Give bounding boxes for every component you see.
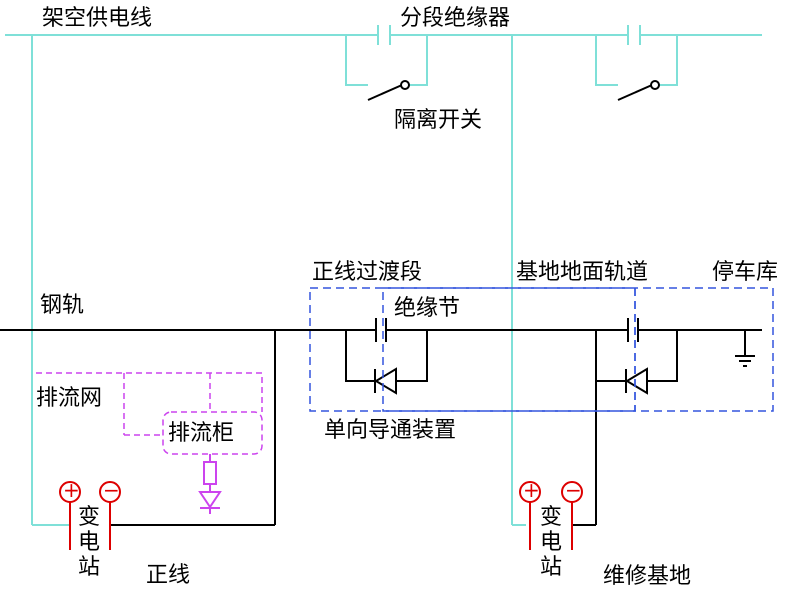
- rail-label: 钢轨: [40, 293, 85, 318]
- overhead-line-label: 架空供电线: [42, 6, 153, 31]
- drainage-network: [36, 372, 263, 455]
- isolating-switch-label: 隔离开关: [394, 108, 483, 133]
- switch-icon: [617, 80, 660, 101]
- substation-left-label: 变电站: [77, 505, 100, 580]
- maintenance-base-label: 维修基地: [603, 564, 692, 589]
- substation-right-label: 变电站: [539, 505, 562, 580]
- unidirectional-device-label: 单向导通装置: [324, 418, 457, 443]
- depot-ground-track-label: 基地地面轨道: [516, 260, 649, 285]
- section-insulator-2: [595, 25, 678, 86]
- drainage-resistor: [198, 454, 222, 514]
- switch-icon: [367, 80, 410, 101]
- insulating-joint-label: 绝缘节: [394, 296, 461, 321]
- plus-sign: +: [523, 478, 540, 502]
- drainage-cabinet-label: 排流柜: [168, 421, 235, 446]
- overhead-line: [5, 34, 762, 526]
- mainline-label: 正线: [146, 563, 191, 588]
- drainage-network-label: 排流网: [36, 386, 103, 411]
- plus-sign: +: [63, 478, 80, 502]
- section-insulator-label: 分段绝缘器: [400, 6, 511, 31]
- diode-icon: [345, 330, 428, 395]
- substation-left-terminals: [59, 481, 121, 550]
- diode-icon: [595, 330, 678, 395]
- garage-label: 停车库: [712, 260, 779, 285]
- mainline-transition-label: 正线过渡段: [312, 260, 423, 285]
- minus-sign: −: [565, 478, 582, 502]
- zone-boxes: [309, 287, 774, 412]
- substation-right-terminals: [519, 481, 583, 550]
- section-insulator-1: [345, 25, 428, 86]
- minus-sign: −: [103, 478, 120, 502]
